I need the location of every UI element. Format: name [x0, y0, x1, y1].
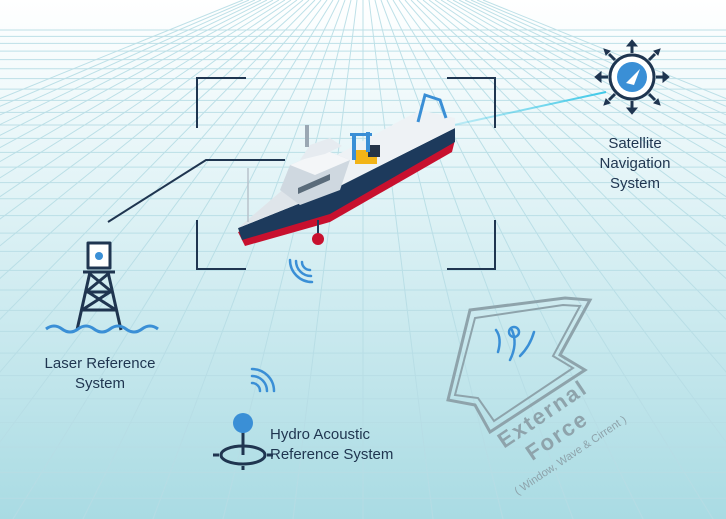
- grid-line: [374, 0, 504, 519]
- grid-line: [292, 0, 358, 519]
- grid-line: [440, 0, 726, 179]
- grid-line: [482, 0, 726, 100]
- target-brackets: [196, 77, 496, 270]
- grid-line: [12, 0, 334, 519]
- satellite-navigation-label: Satellite Navigation System: [599, 135, 671, 192]
- grid-line: [0, 0, 244, 100]
- grid-line: [404, 0, 726, 373]
- satellite-beam: [439, 91, 607, 129]
- grid-line: [434, 0, 726, 198]
- grid-line: [0, 0, 280, 163]
- hydro-acoustic-label: Hydro Acoustic Reference System: [270, 426, 394, 463]
- sonar-wave-icon: [288, 258, 314, 284]
- grid-line: [428, 0, 726, 220]
- grid-line: [392, 0, 714, 519]
- grid-line: [0, 0, 262, 126]
- grid-line: [470, 0, 726, 116]
- grid-line: [0, 0, 256, 116]
- wind-wave-icon: [494, 325, 536, 362]
- grid-line: [476, 0, 726, 107]
- grid-line: [0, 0, 292, 198]
- grid-line: [152, 0, 346, 519]
- grid-line: [398, 0, 726, 443]
- grid-line: [0, 0, 310, 280]
- external-force-arrow: [446, 296, 593, 435]
- grid-line: [446, 0, 726, 163]
- grid-line: [0, 0, 316, 321]
- vessel-icon: [238, 93, 455, 246]
- grid-line: [0, 0, 250, 107]
- grid-line: [0, 0, 274, 149]
- satellite-compass-icon: [594, 39, 670, 115]
- grid-line: [0, 0, 298, 220]
- grid-line: [368, 0, 434, 519]
- grid-line: [416, 0, 726, 280]
- laser-reference-label: Laser Reference System: [44, 355, 156, 392]
- grid-line: [380, 0, 574, 519]
- grid-line: [410, 0, 726, 321]
- hydro-pin-icon: [213, 367, 276, 470]
- grid-line: [0, 0, 268, 136]
- grid-line: [0, 0, 286, 179]
- grid-line: [0, 0, 328, 443]
- grid-line: [422, 0, 726, 247]
- laser-link-line: [107, 159, 285, 223]
- grid-line: [386, 0, 644, 519]
- lighthouse-tower-icon: [45, 241, 159, 334]
- grid-line: [82, 0, 340, 519]
